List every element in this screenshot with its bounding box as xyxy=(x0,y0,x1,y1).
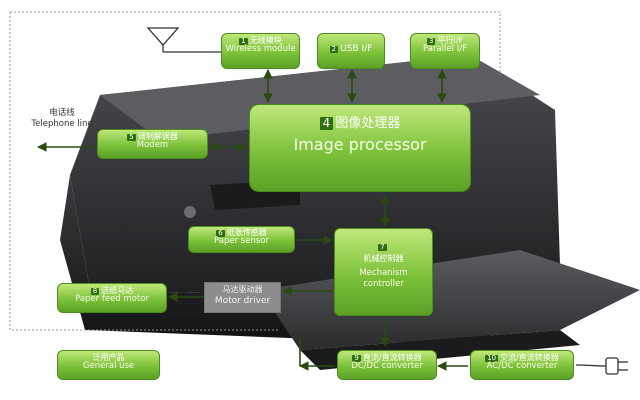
wireless-num: 1 xyxy=(239,37,248,46)
image-zh: 图像处理器 xyxy=(335,116,401,131)
printer-illustration xyxy=(60,55,640,370)
modem-zh: 调制解调器 xyxy=(137,132,178,141)
wireless-zh: 无线模块 xyxy=(249,36,282,45)
telephone-en: Telephone line xyxy=(31,118,93,129)
mechanism-num: 7 xyxy=(378,243,387,252)
dcdc-en: DC/DC converter xyxy=(351,361,423,372)
feed-en: Paper feed motor xyxy=(75,294,149,305)
mechanism-en: Mechanism controller xyxy=(359,267,408,289)
image-en: Image processor xyxy=(293,134,427,154)
dashed-boundary xyxy=(9,11,501,331)
antenna-icon xyxy=(146,27,222,53)
feed-zh: 送纸马达 xyxy=(101,286,134,295)
image-num: 4 xyxy=(319,117,334,130)
motor-driver-box: 马达驱动器 Motor driver xyxy=(204,282,281,313)
parallel-num: 3 xyxy=(426,37,436,46)
modem-en: Modem xyxy=(136,140,169,151)
sensor-num: 6 xyxy=(216,229,225,238)
parallel-zh: 平行I/F xyxy=(437,36,464,45)
sensor-en: Paper sensor xyxy=(214,236,269,247)
usb-num: 2 xyxy=(329,45,339,54)
acdc-zh: 交流/直流转换器 xyxy=(500,353,559,362)
motor-driver-en: Motor driver xyxy=(214,295,271,306)
sensor-zh: 纸张传感器 xyxy=(226,228,267,237)
telephone-line-label: 电话线 Telephone line xyxy=(22,108,102,129)
general-use-box: 泛用产品 General use xyxy=(57,350,160,380)
parallel-en: Parallel I/F xyxy=(423,44,467,55)
feed-num: 8 xyxy=(90,287,100,296)
modem-num: 5 xyxy=(127,133,136,142)
mechanism-controller-box: 7 机械控制器 Mechanism controller xyxy=(334,228,433,316)
power-plug-icon xyxy=(575,357,628,375)
acdc-en: AC/DC converter xyxy=(486,361,558,372)
general-en: General use xyxy=(82,361,135,372)
dcdc-zh: 直流/直流转换器 xyxy=(362,353,422,362)
dcdc-num: 9 xyxy=(352,354,361,363)
telephone-zh: 电话线 xyxy=(49,108,75,118)
mechanism-zh: 机械控制器 xyxy=(363,254,404,264)
acdc-num: 10 xyxy=(485,354,499,363)
motor-driver-zh: 马达驱动器 xyxy=(222,285,263,294)
general-zh: 泛用产品 xyxy=(92,353,125,362)
usb-zh: USB I/F xyxy=(340,44,373,54)
wireless-en: Wireless module xyxy=(225,44,296,55)
